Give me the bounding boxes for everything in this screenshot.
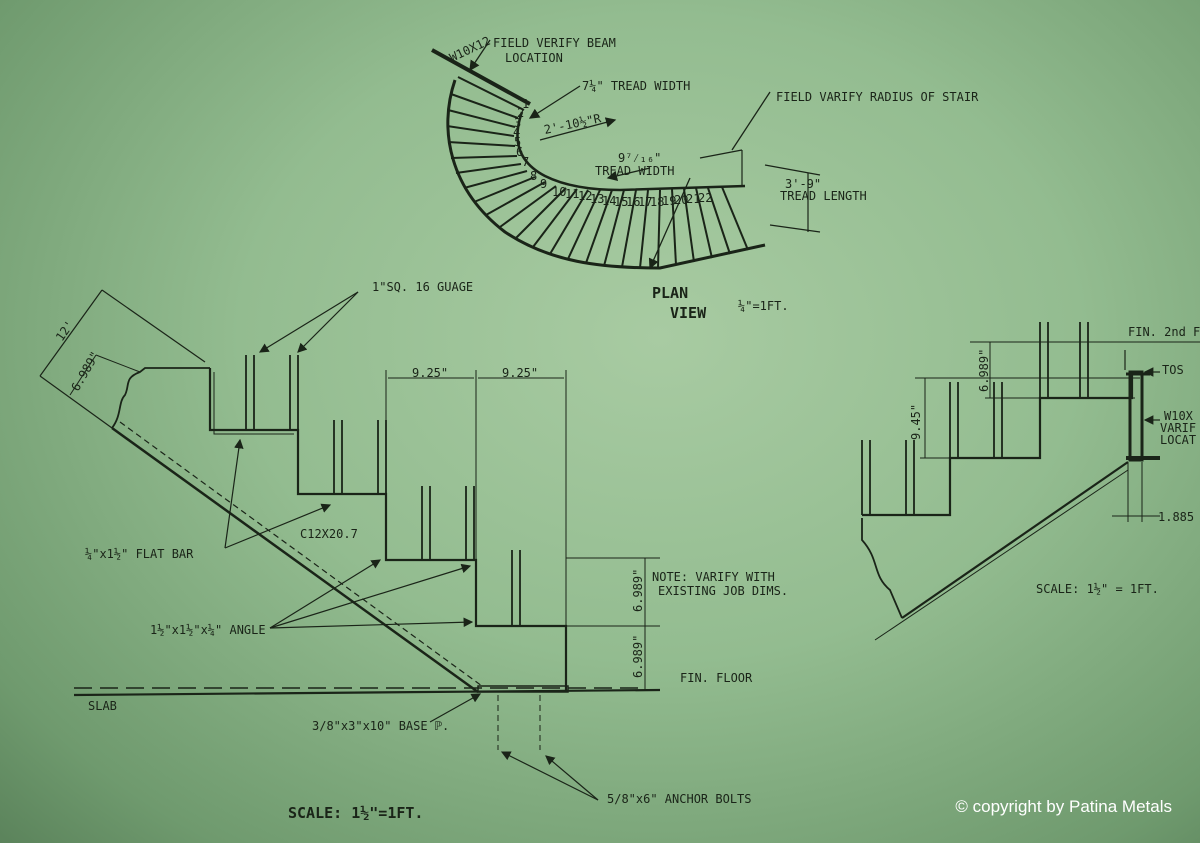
flat-bar-label: ¼"x1½" FLAT BAR [85,547,194,561]
tread-number: 9 [540,177,547,191]
tread-number: 17 [638,195,652,209]
note-line1: NOTE: VARIFY WITH [652,570,775,584]
dim-925-a-label: 9.25" [412,366,448,380]
detail-dim-1885-label: 1.885 [1158,510,1194,524]
elevation-treads [208,368,568,692]
tread-number: 11 [565,187,579,201]
plan-inner-arc [516,111,746,192]
tread-number: 6 [516,145,523,159]
square-tube-label: 1"SQ. 16 GUAGE [372,280,473,294]
tread-number: 5 [514,135,521,149]
tread-number: 18 [650,195,664,209]
tread-number: 1 [522,97,529,111]
elevation-stringer [111,426,479,694]
tread-number: 10 [552,185,566,199]
radius-label: 2'-10½"R [543,111,603,137]
tread-number: 3 [514,116,521,130]
tread-number: 21 [686,192,700,206]
fin-floor-label: FIN. FLOOR [680,671,753,685]
tread-number: 12 [578,189,592,203]
elevation-scale-label: SCALE: 1½"=1FT. [288,804,423,822]
detail-view [861,322,1200,641]
copyright-notice: © copyright by Patina Metals [955,797,1172,816]
detail-varify-label: VARIF [1160,421,1196,435]
field-verify-beam-label: FIELD VERIFY BEAM [493,36,616,50]
tos-label: TOS [1162,363,1184,377]
detail-treads [862,372,1134,517]
angle-label: 1½"x1½"x¼" ANGLE [150,623,266,637]
dim-925-b-label: 9.25" [502,366,538,380]
plan-labels: W10X12 FIELD VERIFY BEAM LOCATION 7¼" TR… [447,34,979,322]
tread-length-label: TREAD LENGTH [780,189,867,203]
dim-6989-b-label: 6.989" [631,635,645,678]
note-line2: EXISTING JOB DIMS. [658,584,788,598]
inner-tread-width-label: 7¼" TREAD WIDTH [582,79,690,93]
fin-2nd-floor-label: FIN. 2nd FLOOR [1128,325,1200,339]
field-verify-radius-label: FIELD VARIFY RADIUS OF STAIR [776,90,979,104]
plan-outer-arc [446,79,766,270]
outer-tread-width-value: 9⁷⁄₁₆" [618,151,661,165]
plan-treads [446,76,749,269]
plan-title-line2: VIEW [670,304,707,322]
tread-number: 8 [530,169,537,183]
tread-number: 4 [513,125,520,139]
tread-number: 15 [614,195,628,209]
detail-dim-945-label: 9.45" [909,404,923,440]
slab-label: SLAB [88,699,117,713]
elevation-view [39,289,661,801]
dim-6989-a-label: 6.989" [631,569,645,612]
tread-number: 16 [626,195,640,209]
anchor-bolts-label: 5/8"x6" ANCHOR BOLTS [607,792,752,806]
tread-number: 2 [517,106,524,120]
tread-number: 20 [674,193,688,207]
plan-view [431,39,821,270]
tread-number: 19 [662,194,676,208]
tread-number: 7 [522,155,529,169]
detail-labels: FIN. 2nd FLOOR 6.989" TOS 9.45" W10X VAR… [909,325,1200,596]
tread-length-value: 3'-9" [785,177,821,191]
tread-number: 13 [590,192,604,206]
detail-beam-label: W10X [1164,409,1194,423]
channel-label: C12X20.7 [300,527,358,541]
detail-scale-label: SCALE: 1½" = 1FT. [1036,582,1159,596]
detail-location-label: LOCAT [1160,433,1196,447]
plan-title-line1: PLAN [652,284,688,302]
base-plate-label: 3/8"x3"x10" BASE ℙ. [312,719,449,733]
plan-scale-label: ¼"=1FT. [738,299,789,313]
elevation-labels: 12' 6.989" 1"SQ. 16 GUAGE 9.25" 9.25" C1… [53,280,788,822]
field-verify-location-label: LOCATION [505,51,563,65]
dim-12-label: 12' [53,318,77,344]
plan-beam [431,48,531,106]
tread-number: 22 [698,191,712,205]
plan-beam-label: W10X12 [447,34,492,65]
detail-dim-6989-label: 6.989" [977,349,991,392]
dim-6989-top-label: 6.989" [68,349,102,394]
tread-number: 14 [602,194,616,208]
outer-tread-width-label: TREAD WIDTH [595,164,674,178]
